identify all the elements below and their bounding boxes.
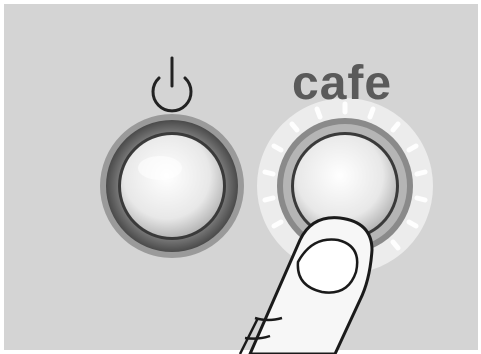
cafe-label: cafe (292, 60, 392, 108)
finger (240, 218, 372, 354)
power-button[interactable] (100, 114, 244, 258)
power-icon (153, 58, 191, 111)
